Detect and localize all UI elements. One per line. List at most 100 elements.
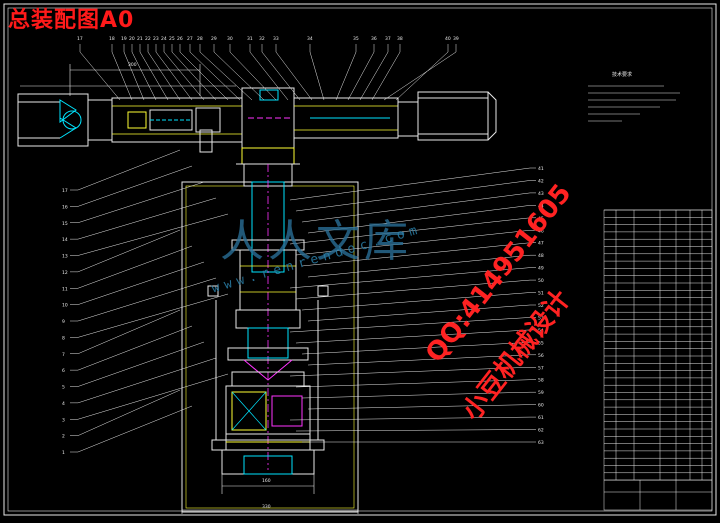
right-callout-leader	[289, 167, 531, 201]
top-callout-leader	[371, 51, 401, 101]
top-callout-leader	[139, 51, 169, 101]
tech-requirements: 技术要求	[588, 71, 680, 122]
left-callout-label: 15	[62, 221, 68, 227]
top-callout-leader	[383, 51, 457, 101]
left-callout-label: 7	[62, 352, 65, 358]
top-leader-lines	[79, 44, 457, 101]
top-callout-leader	[395, 51, 449, 101]
top-callout-label: 19	[121, 36, 127, 42]
left-callout-leader	[77, 357, 217, 404]
top-callout-leader	[79, 51, 121, 101]
top-callout-label: 24	[161, 36, 167, 42]
top-callout-label: 18	[109, 36, 115, 42]
right-callout-label: 60	[538, 403, 544, 409]
top-callout-leader	[189, 51, 241, 101]
right-callout-label: 48	[538, 253, 544, 259]
top-callout-leader	[111, 51, 133, 101]
top-callout-leader	[155, 51, 193, 101]
right-callout-label: 42	[538, 178, 544, 184]
top-dimension	[20, 64, 236, 96]
top-callout-label: 30	[227, 36, 233, 42]
right-callout-leader	[289, 367, 531, 377]
right-callout-label: 47	[538, 241, 544, 247]
left-callout-leader	[77, 325, 193, 371]
top-callout-label: 21	[137, 36, 143, 42]
parts-list-table	[603, 209, 713, 511]
right-leader-lines	[289, 167, 536, 443]
top-callout-leader	[229, 51, 277, 101]
left-callout-label: 13	[62, 254, 68, 260]
left-callout-label: 3	[62, 417, 65, 423]
right-callout-leader	[301, 342, 531, 355]
right-callout-label: 59	[538, 390, 544, 396]
right-callout-label: 61	[538, 415, 544, 421]
right-callout-leader	[295, 329, 531, 344]
right-callout-label: 58	[538, 378, 544, 384]
arm-assembly	[17, 87, 497, 165]
left-callout-leader	[77, 213, 229, 256]
right-callout-leader	[307, 354, 531, 366]
right-callout-leader	[295, 230, 531, 256]
right-callout-label: 54	[538, 328, 544, 334]
left-callout-label: 12	[62, 270, 68, 276]
right-callout-leader	[301, 192, 531, 223]
top-callout-leader	[275, 51, 313, 101]
top-callout-label: 28	[197, 36, 203, 42]
dimension-base-width-label: 330	[262, 504, 271, 510]
tech-requirements-title: 技术要求	[612, 71, 632, 78]
right-callout-label: 52	[538, 303, 544, 309]
top-callout-leader	[347, 51, 375, 101]
left-callout-label: 11	[62, 286, 68, 292]
right-callout-leader	[289, 317, 531, 333]
top-callout-leader	[147, 51, 181, 101]
top-callout-label: 40	[445, 36, 451, 42]
top-callout-label: 17	[77, 36, 83, 42]
right-callout-label: 44	[538, 203, 544, 209]
right-callout-leader	[307, 404, 531, 410]
right-callout-leader	[295, 379, 531, 388]
right-callout-leader	[289, 267, 531, 289]
right-callout-label: 43	[538, 191, 544, 197]
dimension-top-label: 300	[128, 62, 137, 68]
top-callout-label: 31	[247, 36, 253, 42]
left-callout-label: 5	[62, 385, 65, 391]
left-callout-leader	[77, 165, 193, 207]
top-callout-leader	[199, 51, 253, 101]
left-callout-leader	[77, 181, 205, 223]
right-callout-label: 49	[538, 266, 544, 272]
right-callout-label: 51	[538, 291, 544, 297]
left-callout-label: 16	[62, 204, 68, 210]
base-dimensions	[181, 474, 359, 514]
left-callout-label: 2	[62, 434, 65, 440]
top-callout-label: 38	[397, 36, 403, 42]
left-callout-leader	[77, 277, 217, 322]
right-callout-label: 41	[538, 166, 544, 172]
left-callout-label: 8	[62, 335, 65, 341]
right-callout-label: 55	[538, 340, 544, 346]
top-callout-label: 26	[177, 36, 183, 42]
right-callout-label: 57	[538, 365, 544, 371]
right-callout-label: 46	[538, 228, 544, 234]
right-callout-leader	[307, 304, 531, 322]
right-callout-leader	[301, 391, 531, 399]
drawing-title: 总装配图A0	[8, 8, 135, 33]
top-callout-leader	[213, 51, 265, 101]
top-callout-leader	[179, 51, 229, 101]
top-callout-leader	[123, 51, 145, 101]
left-callout-leader	[77, 229, 181, 273]
right-callout-label: 63	[538, 440, 544, 446]
right-callout-leader	[301, 292, 531, 311]
top-callout-label: 36	[371, 36, 377, 42]
top-callout-label: 34	[307, 36, 313, 42]
left-callout-leader	[77, 389, 181, 436]
left-callout-leader	[77, 373, 229, 420]
top-callout-leader	[335, 51, 357, 101]
left-callout-leader	[77, 149, 181, 191]
column-assembly	[181, 163, 359, 513]
left-callout-leader	[77, 293, 229, 338]
left-callout-leader	[77, 245, 193, 289]
right-callout-label: 56	[538, 353, 544, 359]
right-callout-leader	[295, 429, 531, 432]
